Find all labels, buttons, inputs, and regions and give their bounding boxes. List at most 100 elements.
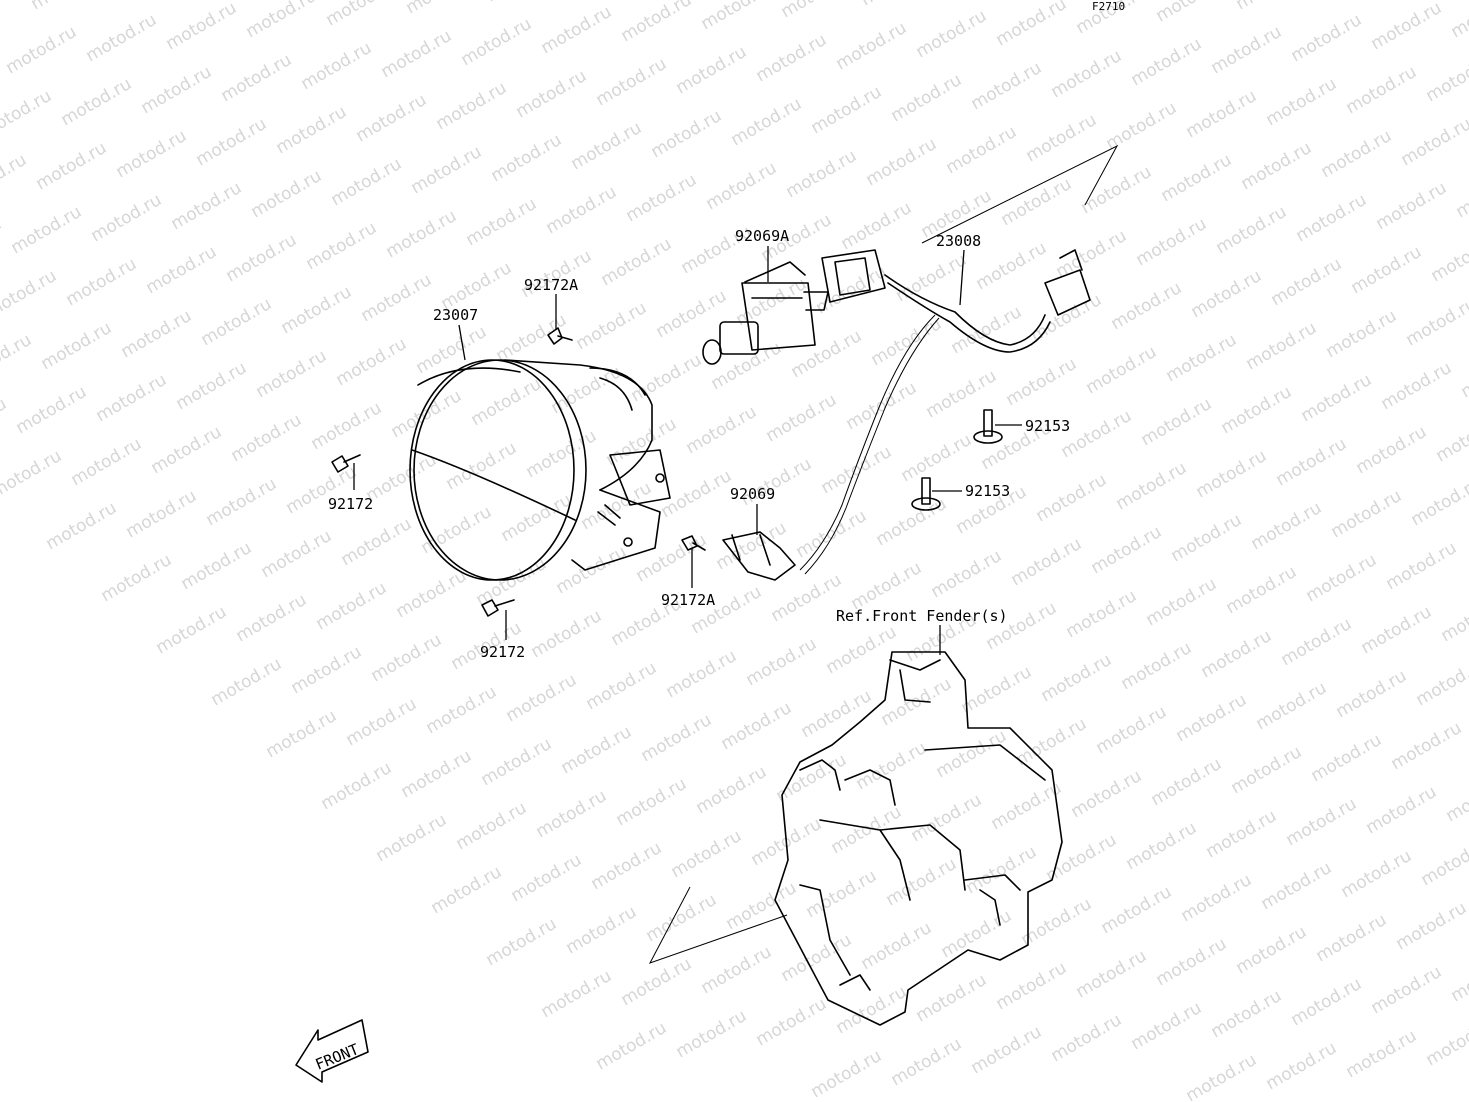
- watermark-text: motod.ru: [1398, 114, 1469, 170]
- watermark-text: motod.ru: [1153, 0, 1231, 26]
- watermark-text: motod.ru: [403, 0, 481, 18]
- watermark-text: motod.ru: [428, 862, 506, 918]
- watermark-text: motod.ru: [1438, 590, 1469, 646]
- watermark-text: motod.ru: [308, 398, 386, 454]
- position-bulb: [722, 531, 796, 581]
- watermark-text: motod.ru: [873, 494, 951, 550]
- watermark-text: motod.ru: [298, 38, 376, 94]
- watermark-text: motod.ru: [598, 234, 676, 290]
- watermark-text: motod.ru: [968, 58, 1046, 114]
- label-23008: 23008: [936, 232, 981, 250]
- watermark-text: motod.ru: [508, 850, 586, 906]
- watermark-text: motod.ru: [653, 286, 731, 342]
- watermark-text: motod.ru: [363, 450, 441, 506]
- watermark-text: motod.ru: [993, 0, 1071, 50]
- watermark-text: motod.ru: [1418, 834, 1469, 890]
- watermark-text: motod.ru: [718, 698, 796, 754]
- watermark-text: motod.ru: [1183, 1050, 1261, 1102]
- watermark-text: motod.ru: [913, 6, 991, 62]
- watermark-text: motod.ru: [223, 230, 301, 286]
- watermark-text: motod.ru: [323, 0, 401, 30]
- watermark-text: motod.ru: [833, 18, 911, 74]
- watermark-text: motod.ru: [938, 906, 1016, 962]
- wiring-harness: [799, 249, 1091, 575]
- watermark-text: motod.ru: [998, 174, 1076, 230]
- front-arrow-label: FRONT: [313, 1040, 362, 1074]
- watermark-text: motod.ru: [888, 1034, 966, 1090]
- watermark-text: motod.ru: [1233, 0, 1311, 14]
- watermark-text: motod.ru: [333, 334, 411, 390]
- watermark-text: motod.ru: [148, 422, 226, 478]
- watermark-text: motod.ru: [628, 350, 706, 406]
- watermark-text: motod.ru: [1283, 794, 1361, 850]
- watermark-text: motod.ru: [848, 558, 926, 614]
- watermark-text: motod.ru: [1158, 150, 1236, 206]
- watermark-text: motod.ru: [1223, 562, 1301, 618]
- watermark-text: motod.ru: [433, 78, 511, 134]
- watermark-text: motod.ru: [618, 0, 696, 46]
- watermark-text: motod.ru: [1048, 46, 1126, 102]
- watermark-text: motod.ru: [138, 62, 216, 118]
- section-lines: [648, 144, 1119, 964]
- watermark-text: motod.ru: [863, 134, 941, 190]
- watermark-text: motod.ru: [1353, 422, 1431, 478]
- watermark-text: motod.ru: [788, 326, 866, 382]
- watermark-text: motod.ru: [1128, 34, 1206, 90]
- watermark-text: motod.ru: [228, 410, 306, 466]
- watermark-text: motod.ru: [1318, 126, 1396, 182]
- watermark-text: motod.ru: [1293, 190, 1371, 246]
- headlight-assembly: [409, 359, 671, 581]
- watermark-text: motod.ru: [63, 254, 141, 310]
- label-92172-bottom: 92172: [480, 643, 525, 661]
- watermark-text: motod.ru: [1163, 330, 1241, 386]
- watermark-text: motod.ru: [613, 774, 691, 830]
- watermark-text: motod.ru: [858, 918, 936, 974]
- watermark-text: motod.ru: [743, 634, 821, 690]
- watermark-text: motod.ru: [1208, 22, 1286, 78]
- watermark-text: motod.ru: [1108, 278, 1186, 334]
- watermark-text: motod.ru: [1288, 974, 1366, 1030]
- watermark-text: motod.ru: [633, 530, 711, 586]
- screw-a-bottom-icon: [681, 535, 706, 551]
- watermark-text: motod.ru: [233, 590, 311, 646]
- watermark-text: motod.ru: [888, 70, 966, 126]
- watermark-text: motod.ru: [993, 958, 1071, 1014]
- watermark-text: motod.ru: [173, 358, 251, 414]
- watermark-text: motod.ru: [728, 94, 806, 150]
- watermark-text: motod.ru: [273, 102, 351, 158]
- watermark-text: motod.ru: [618, 954, 696, 1010]
- watermark-text: motod.ru: [698, 0, 776, 34]
- watermark-text: motod.ru: [843, 378, 921, 434]
- screws: [331, 327, 1003, 617]
- watermark-text: motod.ru: [1393, 898, 1469, 954]
- label-92172a-top: 92172A: [524, 276, 578, 294]
- watermark-text: motod.ru: [1218, 382, 1296, 438]
- watermark-text: motod.ru: [898, 430, 976, 486]
- label-92069a: 92069A: [735, 227, 789, 245]
- watermark-text: motod.ru: [113, 126, 191, 182]
- watermark-text: motod.ru: [1073, 946, 1151, 1002]
- watermark-text: motod.ru: [858, 0, 936, 10]
- watermark-text: motod.ru: [663, 646, 741, 702]
- watermark-text: motod.ru: [878, 674, 956, 730]
- watermark-text: motod.ru: [553, 542, 631, 598]
- watermark-text: motod.ru: [8, 202, 86, 258]
- watermark-text: motod.ru: [398, 746, 476, 802]
- watermark-text: motod.ru: [1448, 950, 1469, 1006]
- watermark-text: motod.ru: [1033, 470, 1111, 526]
- watermark-text: motod.ru: [1023, 110, 1101, 166]
- watermark-text: motod.ru: [278, 282, 356, 338]
- watermark-text: motod.ru: [0, 394, 10, 450]
- watermark-text: motod.ru: [753, 30, 831, 86]
- watermark-text: motod.ru: [1338, 846, 1416, 902]
- watermark-text: motod.ru: [883, 854, 961, 910]
- watermark-text: motod.ru: [773, 750, 851, 806]
- watermark-text: motod.ru: [1273, 434, 1351, 490]
- watermark-text: motod.ru: [248, 166, 326, 222]
- watermark-text: motod.ru: [1083, 342, 1161, 398]
- watermark-text: motod.ru: [538, 966, 616, 1022]
- watermark-text: motod.ru: [1153, 934, 1231, 990]
- watermark-text: motod.ru: [393, 566, 471, 622]
